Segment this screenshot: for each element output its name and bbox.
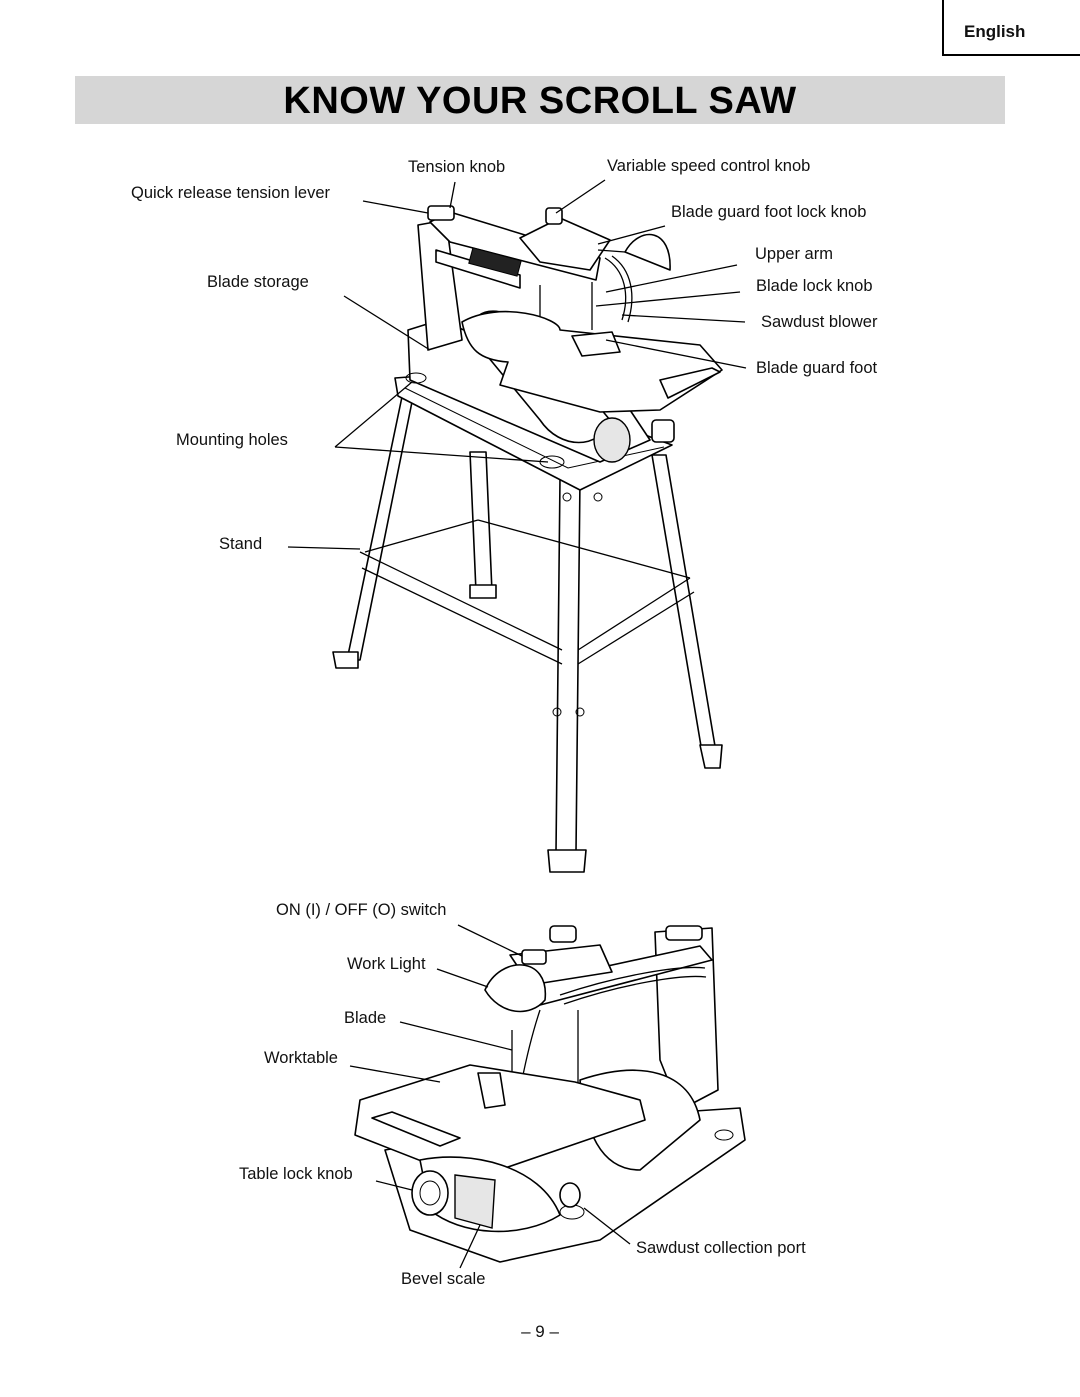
label-sawdust-collection-port: Sawdust collection port bbox=[636, 1239, 806, 1257]
label-tension-knob: Tension knob bbox=[408, 158, 506, 176]
label-on-off-switch: ON (I) / OFF (O) switch bbox=[276, 901, 447, 919]
label-bevel-scale: Bevel scale bbox=[401, 1270, 486, 1288]
label-variable-speed-knob: Variable speed control knob bbox=[607, 157, 811, 175]
label-upper-arm: Upper arm bbox=[755, 245, 833, 263]
label-blade-storage: Blade storage bbox=[207, 273, 309, 291]
label-blade-guard-foot: Blade guard foot bbox=[756, 359, 878, 377]
language-label: English bbox=[964, 22, 1026, 41]
label-worktable: Worktable bbox=[264, 1049, 338, 1067]
label-work-light: Work Light bbox=[347, 955, 426, 973]
benchtop-saw-drawing bbox=[349, 924, 746, 1269]
page-number: – 9 – bbox=[521, 1322, 559, 1341]
label-blade-guard-lock-knob: Blade guard foot lock knob bbox=[671, 203, 867, 221]
saw-on-stand-drawing bbox=[287, 179, 747, 873]
label-blade-lock-knob: Blade lock knob bbox=[756, 277, 873, 295]
label-mounting-holes: Mounting holes bbox=[176, 431, 288, 449]
label-table-lock-knob: Table lock knob bbox=[239, 1165, 353, 1183]
title-bar: KNOW YOUR SCROLL SAW bbox=[75, 76, 1005, 124]
label-blade: Blade bbox=[344, 1009, 387, 1027]
label-stand: Stand bbox=[219, 535, 263, 553]
page-title: KNOW YOUR SCROLL SAW bbox=[283, 80, 797, 122]
label-sawdust-blower: Sawdust blower bbox=[761, 313, 878, 331]
label-quick-release-lever: Quick release tension lever bbox=[131, 184, 331, 202]
language-tab: English bbox=[942, 0, 1080, 56]
